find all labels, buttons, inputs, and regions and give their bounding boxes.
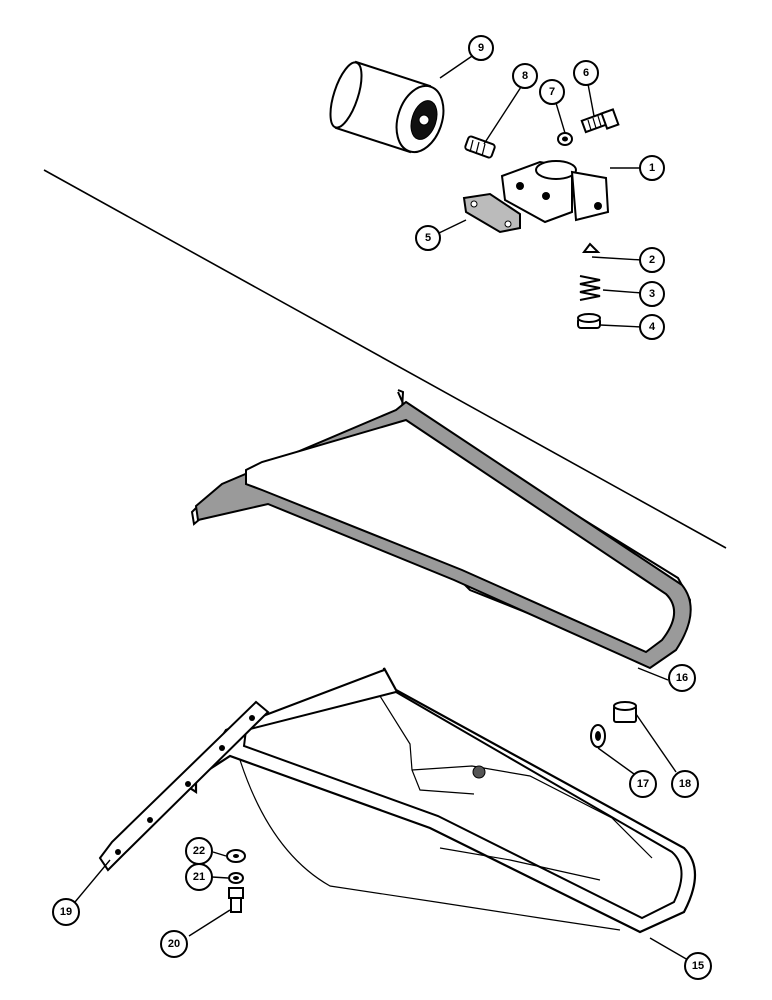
callout-22: 22 xyxy=(185,837,213,865)
oil-filter xyxy=(329,60,445,154)
callout-4: 4 xyxy=(639,314,665,340)
callout-17: 17 xyxy=(629,770,657,798)
callout-21: 21 xyxy=(185,863,213,891)
separator-line xyxy=(43,169,727,549)
drain-plug xyxy=(613,701,637,723)
svg-text:1: 1 xyxy=(649,162,655,174)
callout-6: 6 xyxy=(573,60,599,86)
callout-5: 5 xyxy=(415,225,441,251)
plug xyxy=(577,313,601,329)
callout-9: 9 xyxy=(468,35,494,61)
svg-text:19: 19 xyxy=(60,906,72,918)
callout-1: 1 xyxy=(639,155,665,181)
svg-text:18: 18 xyxy=(679,778,691,790)
svg-text:21: 21 xyxy=(193,871,205,883)
oil-pan-gasket xyxy=(190,389,692,670)
svg-text:3: 3 xyxy=(649,288,655,300)
svg-text:20: 20 xyxy=(168,938,180,950)
callout-19: 19 xyxy=(52,898,80,926)
oil-pan xyxy=(188,667,696,934)
svg-text:22: 22 xyxy=(193,845,205,857)
callout-16: 16 xyxy=(668,664,696,692)
bolt-6 xyxy=(580,108,620,134)
reinforcement-strip xyxy=(98,700,270,872)
leader-lines xyxy=(74,51,689,961)
svg-text:15: 15 xyxy=(692,960,704,972)
spring xyxy=(579,275,601,301)
callout-15: 15 xyxy=(684,952,712,980)
svg-text:16: 16 xyxy=(676,672,688,684)
callout-8: 8 xyxy=(512,63,538,89)
nipple-fitting xyxy=(464,135,496,159)
filter-gasket xyxy=(462,192,521,234)
svg-text:4: 4 xyxy=(649,321,656,333)
svg-text:9: 9 xyxy=(478,42,484,54)
svg-text:17: 17 xyxy=(637,778,649,790)
svg-text:8: 8 xyxy=(522,70,528,82)
callout-7: 7 xyxy=(539,79,565,105)
valve-seat xyxy=(582,242,601,253)
svg-text:6: 6 xyxy=(583,67,589,79)
svg-text:7: 7 xyxy=(549,86,555,98)
filter-head xyxy=(500,160,610,224)
bolt-20 xyxy=(228,887,244,913)
svg-text:5: 5 xyxy=(425,232,431,244)
callout-3: 3 xyxy=(639,281,665,307)
svg-text:2: 2 xyxy=(649,254,655,266)
callout-20: 20 xyxy=(160,930,188,958)
callout-18: 18 xyxy=(671,770,699,798)
callout-2: 2 xyxy=(639,247,665,273)
